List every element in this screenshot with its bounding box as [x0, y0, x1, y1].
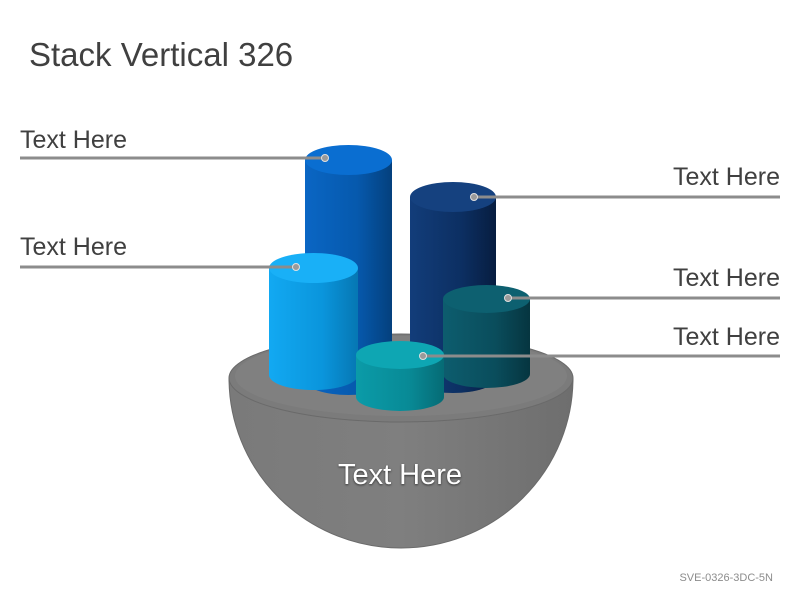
bowl-center-label: Text Here [337, 459, 463, 491]
label-left-middle: Text Here [20, 233, 127, 261]
label-right-top: Text Here [673, 163, 780, 191]
page-title: Stack Vertical 326 [29, 36, 294, 73]
label-right-middle: Text Here [673, 264, 780, 292]
connector-right-bottom [419, 352, 780, 360]
connector-right-top [470, 193, 780, 201]
connector-right-middle [504, 294, 780, 302]
cylinder-dark-teal [443, 285, 530, 388]
cylinder-teal [356, 341, 444, 411]
connector-left-top [20, 154, 329, 162]
cylinder-light-blue [269, 253, 358, 391]
label-left-top: Text Here [20, 126, 127, 154]
label-right-bottom: Text Here [673, 323, 780, 351]
footer-code: SVE-0326-3DC-5N [679, 572, 773, 584]
connector-left-middle [20, 263, 300, 271]
